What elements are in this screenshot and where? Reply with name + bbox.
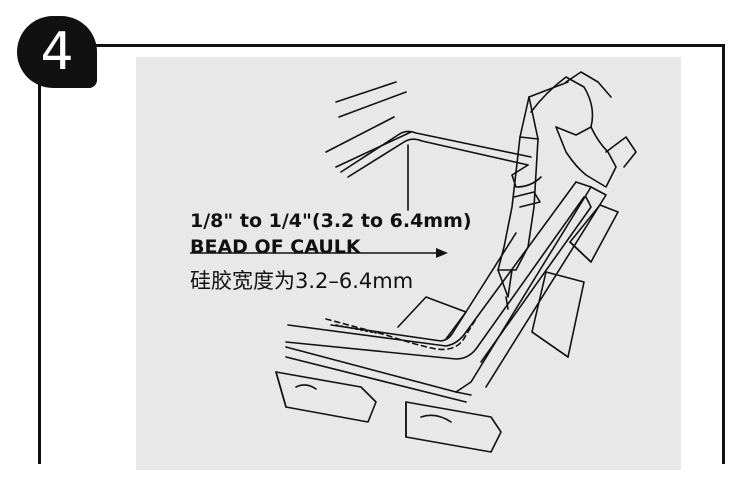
- bead-arrow: [190, 248, 448, 258]
- step-frame: [38, 44, 725, 464]
- measurement-label: 1/8" to 1/4"(3.2 to 6.4mm): [190, 210, 472, 232]
- bead-of-caulk-label: BEAD OF CAULK: [190, 236, 361, 258]
- caulking-illustration: [275, 71, 637, 453]
- step-number-badge: 4: [17, 16, 97, 88]
- step-number: 4: [40, 22, 74, 82]
- chinese-label: 硅胶宽度为3.2–6.4mm: [190, 269, 414, 293]
- illustration-panel: [136, 57, 681, 470]
